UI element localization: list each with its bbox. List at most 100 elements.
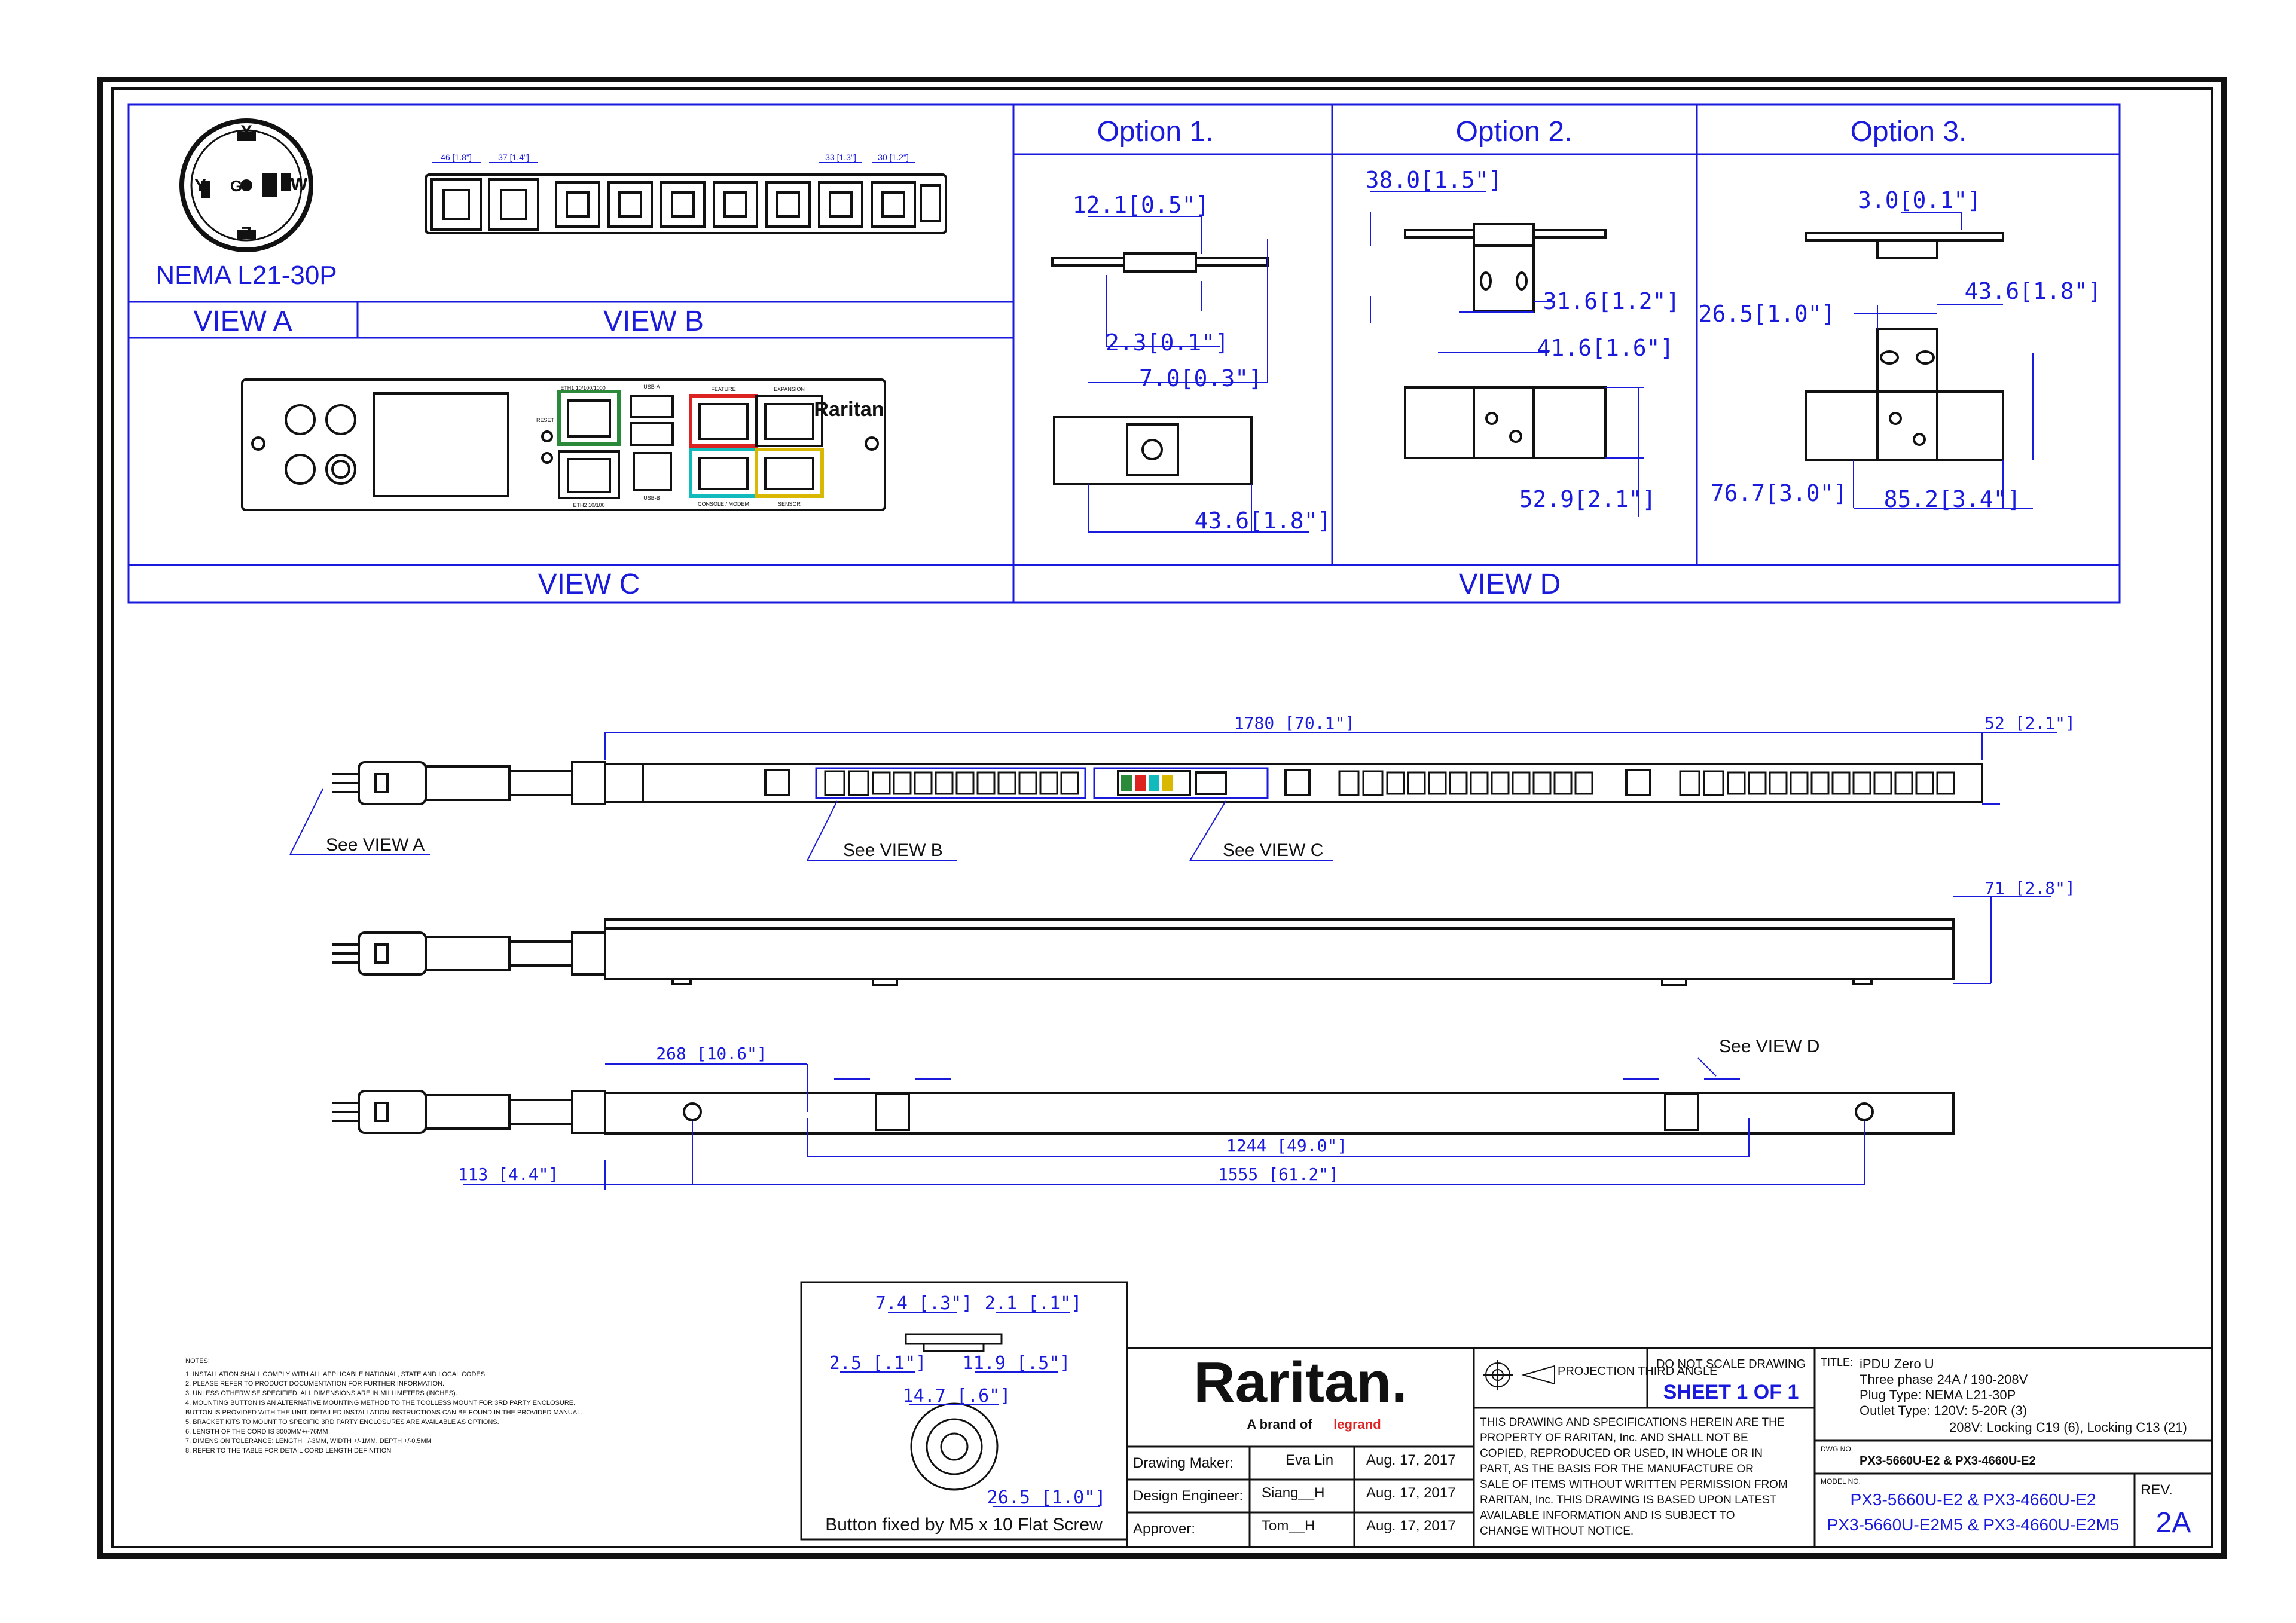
callout-view-c: See VIEW C <box>1223 840 1323 860</box>
opt2-dim-3: 41.6[1.6"] <box>1537 335 1674 361</box>
option-1-title: Option 1. <box>1097 116 1214 148</box>
note-3: 3. UNLESS OTHERWISE SPECIFIED, ALL DIMEN… <box>185 1390 457 1397</box>
note-8: 8. REFER TO THE TABLE FOR DETAIL CORD LE… <box>185 1447 391 1454</box>
title-line-3: Plug Type: NEMA L21-30P <box>1860 1387 2016 1402</box>
port-label-console: CONSOLE / MODEM <box>698 501 749 507</box>
pin-x-label: X <box>240 122 252 142</box>
notes-block: NOTES: 1. INSTALLATION SHALL COMPLY WITH… <box>185 1358 582 1454</box>
nema-plug-name: NEMA L21-30P <box>155 261 337 290</box>
name-drawing-maker: Eva Lin <box>1286 1452 1333 1468</box>
disclaimer-8: CHANGE WITHOUT NOTICE. <box>1480 1525 1634 1538</box>
side-depth-dim: 71 [2.8"] <box>1984 878 2075 898</box>
view-b-label: VIEW B <box>603 305 704 337</box>
disclaimer-1: THIS DRAWING AND SPECIFICATIONS HEREIN A… <box>1480 1416 1785 1429</box>
port-label-usb-a: USB-A <box>643 384 660 390</box>
note-4: 4. MOUNTING BUTTON IS AN ALTERNATIVE MOU… <box>185 1399 575 1407</box>
btn-dim-5: 14.7 [.6"] <box>903 1386 1011 1407</box>
option-3-drawing <box>1805 232 2004 461</box>
pin-w-label: W <box>291 175 308 194</box>
port-label-sensor: SENSOR <box>778 501 801 507</box>
title-line-4: Outlet Type: 120V: 5-20R (3) <box>1860 1403 2027 1418</box>
rev-label: REV. <box>2141 1482 2173 1498</box>
note-6: 6. LENGTH OF THE CORD IS 3000MM+/-76MM <box>185 1428 328 1435</box>
disclaimer-5: SALE OF ITEMS WITHOUT WRITTEN PERMISSION… <box>1480 1478 1788 1491</box>
note-5: 5. BRACKET KITS TO MOUNT TO SPECIFIC 3RD… <box>185 1419 499 1426</box>
top-views-grid <box>127 103 2121 604</box>
back-dim-1244: 1244 [49.0"] <box>1226 1136 1347 1156</box>
pdu-side-view <box>332 918 1955 986</box>
opt3-dim-1: 3.0[0.1"] <box>1858 187 1981 213</box>
view-b-dim-2: 37 [1.4"] <box>498 152 529 162</box>
btn-dim-2: 2.1 [.1"] <box>985 1293 1082 1314</box>
callout-view-b: See VIEW B <box>843 840 943 860</box>
option-1-drawing <box>1051 252 1269 485</box>
port-label-eth1: ETH1 10/100/1000 <box>560 385 606 391</box>
opt1-dim-2: 2.3[0.1"] <box>1106 329 1229 356</box>
date-design-engineer: Aug. 17, 2017 <box>1366 1485 1455 1501</box>
view-c-controller-panel <box>241 378 886 511</box>
option-3-title: Option 3. <box>1851 116 1967 148</box>
view-b-dim-3: 33 [1.3"] <box>825 152 856 162</box>
title-label: TITLE: <box>1821 1356 1853 1368</box>
port-label-usb-b: USB-B <box>643 495 660 501</box>
disclaimer-4: PART, AS THE BASIS FOR THE MANUFACTURE O… <box>1480 1463 1754 1475</box>
pin-z-label: Z <box>241 224 252 243</box>
pdu-back-view <box>332 1090 1955 1135</box>
front-port-colors <box>1121 775 1173 791</box>
projection-symbol <box>1483 1360 1555 1390</box>
back-dim-1555: 1555 [61.2"] <box>1218 1164 1339 1184</box>
panel-brand: Raritan <box>814 398 884 421</box>
disclaimer-2: PROPERTY OF RARITAN, Inc. AND SHALL NOT … <box>1480 1432 1748 1444</box>
role-drawing-maker: Drawing Maker: <box>1133 1455 1234 1471</box>
pin-g-label: G <box>230 177 242 195</box>
opt3-dim-2: 43.6[1.8"] <box>1965 278 2102 304</box>
front-overall-dim: 1780 [70.1"] <box>1234 713 1355 733</box>
title-line-5: 208V: Locking C19 (6), Locking C13 (21) <box>1949 1420 2187 1435</box>
view-d-label: VIEW D <box>1459 568 1561 600</box>
legrand-brand: legrand <box>1333 1417 1381 1432</box>
title-line-1: iPDU Zero U <box>1860 1356 1934 1371</box>
model-line-2: PX3-5660U-E2M5 & PX3-4660U-E2M5 <box>1827 1515 2120 1534</box>
name-design-engineer: Siang__H <box>1262 1485 1324 1501</box>
model-line-1: PX3-5660U-E2 & PX3-4660U-E2 <box>1851 1490 2096 1509</box>
notes-title: NOTES: <box>185 1358 210 1365</box>
opt3-dim-5: 85.2[3.4"] <box>1884 486 2021 512</box>
dwg-label: DWG NO. <box>1821 1445 1853 1453</box>
raritan-logo: Raritan. <box>1193 1350 1407 1414</box>
pin-y-label: Y <box>194 176 206 195</box>
view-a-label: VIEW A <box>193 305 292 337</box>
callout-view-a: See VIEW A <box>326 835 425 855</box>
option-2-drawing <box>1404 223 1607 459</box>
btn-dim-4: 11.9 [.5"] <box>963 1353 1071 1374</box>
option-2-title: Option 2. <box>1456 116 1573 148</box>
logo-tagline: A brand of <box>1247 1417 1312 1432</box>
date-drawing-maker: Aug. 17, 2017 <box>1366 1452 1455 1468</box>
opt2-dim-4: 52.9[2.1"] <box>1519 486 1656 512</box>
note-4b: BUTTON IS PROVIDED WITH THE UNIT. DETAIL… <box>185 1409 582 1416</box>
button-detail <box>800 1281 1128 1541</box>
btn-dim-6: 26.5 [1.0"] <box>987 1487 1106 1508</box>
btn-dim-3: 2.5 [.1"] <box>829 1353 927 1374</box>
btn-dim-1: 7.4 [.3"] <box>875 1293 973 1314</box>
disclaimer-6: RARITAN, Inc. THIS DRAWING IS BASED UPON… <box>1480 1494 1777 1506</box>
role-design-engineer: Design Engineer: <box>1133 1488 1243 1504</box>
back-dim-113: 113 [4.4"] <box>458 1164 559 1184</box>
view-a-plug: X Y W Z G <box>179 118 313 252</box>
sheet-number: SHEET 1 OF 1 <box>1663 1381 1799 1404</box>
note-2: 2. PLEASE REFER TO PRODUCT DOCUMENTATION… <box>185 1380 444 1387</box>
role-approver: Approver: <box>1133 1521 1195 1537</box>
date-approver: Aug. 17, 2017 <box>1366 1518 1455 1534</box>
port-label-expansion: EXPANSION <box>774 386 805 392</box>
note-1: 1. INSTALLATION SHALL COMPLY WITH ALL AP… <box>185 1371 487 1378</box>
projection-label: PROJECTION THIRD ANGLE <box>1558 1365 1717 1378</box>
opt1-dim-1: 12.1[0.5"] <box>1073 192 1210 218</box>
back-dim-268: 268 [10.6"] <box>656 1044 767 1063</box>
note-7: 7. DIMENSION TOLERANCE: LENGTH +/-3MM, W… <box>185 1438 432 1445</box>
opt3-dim-3: 26.5[1.0"] <box>1699 301 1836 327</box>
view-b-dim-1: 46 [1.8"] <box>441 152 472 162</box>
title-block <box>1126 1347 2213 1548</box>
opt2-dim-1: 38.0[1.5"] <box>1366 167 1503 193</box>
port-label-reset: RESET <box>536 417 555 423</box>
front-end-dim: 52 [2.1"] <box>1984 713 2075 733</box>
front-outlets <box>824 770 1955 796</box>
